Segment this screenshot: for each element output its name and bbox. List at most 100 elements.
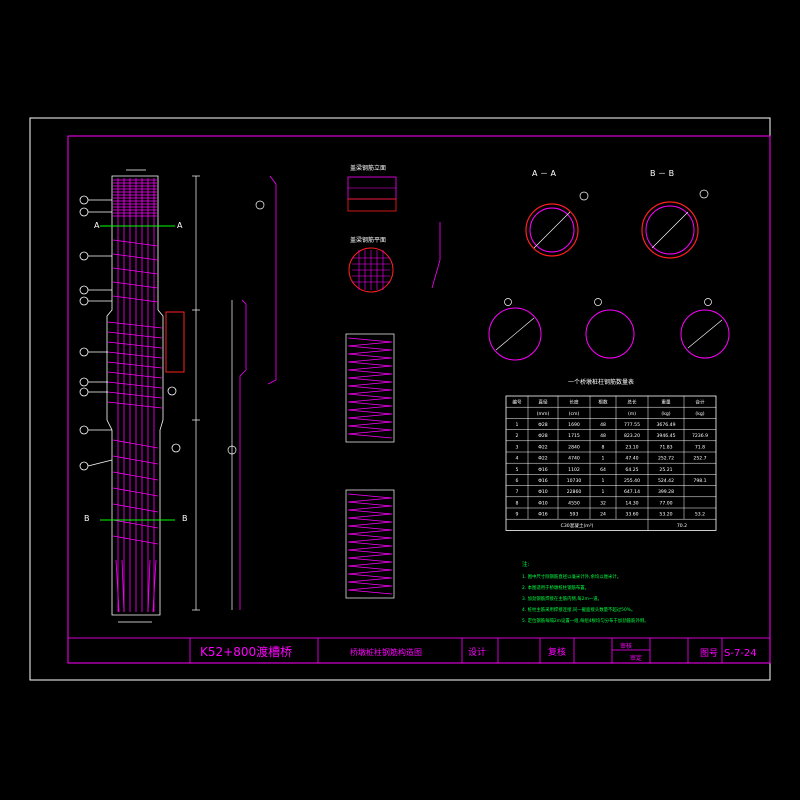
table-cell: 252.7 (693, 456, 706, 462)
table-cell: 524.42 (658, 478, 674, 484)
table-cell: 3676.49 (657, 422, 676, 428)
table-cell: 7 (516, 489, 519, 495)
table-cell: 1 (602, 489, 605, 495)
spiral-zigzag-lower (347, 493, 393, 595)
bridge-name: K52+800渡槽桥 (200, 644, 292, 659)
spiral-detail-lower (345, 489, 395, 599)
section-bb-title: B － B (650, 169, 674, 178)
table-cell: 2840 (568, 444, 580, 450)
table-cell: Φ22 (538, 444, 548, 450)
table-cell: 48 (600, 433, 606, 439)
sheet-label: 图号 (700, 648, 718, 659)
table-header-cell: 编号 (512, 399, 522, 406)
spiral-detail-upper (345, 333, 395, 443)
table-cell: Φ16 (538, 478, 548, 484)
table-unit-cell: (cm) (569, 411, 580, 417)
table-cell: 24 (600, 512, 606, 518)
red-detail-box (165, 311, 185, 373)
table-cell: 1102 (568, 467, 580, 473)
cut-label-b-left: B (84, 514, 90, 523)
cap-plan-title: 盖梁钢筋平面 (350, 236, 386, 244)
table-cell: 4740 (568, 456, 580, 462)
table-cell: 593 (570, 512, 579, 518)
section-bb: B － B (641, 169, 709, 259)
section-cut-labels: A A B B (84, 221, 188, 523)
table-cell: Φ10 (538, 500, 548, 506)
table-cell: 8 (602, 444, 605, 450)
table-cell: 47.40 (625, 456, 638, 462)
spiral-path (347, 493, 393, 595)
left-callouts (79, 195, 181, 471)
table-header-cell: 重量 (661, 399, 671, 406)
table-unit-cell: (kg) (695, 411, 704, 417)
table-cell: 1690 (568, 422, 580, 428)
table-cell: 77.00 (659, 500, 672, 506)
table-cell: 53.2 (695, 512, 705, 518)
table-unit-cell: (kg) (661, 411, 670, 417)
table-cell: Φ22 (538, 456, 548, 462)
table-cell: 823.20 (624, 433, 640, 439)
table-cell: 14.30 (625, 500, 638, 506)
table-footer-label: C30混凝土(m³) (561, 522, 594, 529)
table-cell: 10730 (567, 478, 582, 484)
notes-heading: 注: (522, 560, 530, 568)
table-cell: 23.10 (625, 444, 638, 450)
table-cell: 1 (602, 478, 605, 484)
bar-shape-long (239, 175, 277, 610)
table-cell: 399.28 (658, 489, 674, 495)
table-unit-cell: (m) (628, 411, 636, 417)
section-cut-marks (100, 225, 175, 521)
check-label-2: 审定 (630, 654, 642, 662)
table-unit-cell: (mm) (537, 411, 550, 417)
inner-frame (67, 135, 771, 664)
table-cell: 64.25 (625, 467, 638, 473)
table-header-cell: 长度 (569, 399, 579, 406)
table-cell: 3 (516, 444, 519, 450)
table-cell: 71.83 (659, 444, 672, 450)
table-cell: Φ28 (538, 433, 548, 439)
review-label: 复核 (548, 646, 566, 658)
table-cell: 33.60 (625, 512, 638, 518)
table-cell: 647.14 (624, 489, 640, 495)
cut-label-a-left: A (94, 221, 100, 230)
table-header-cell: 根数 (598, 399, 608, 406)
section-aa-title: A － A (532, 169, 557, 178)
table-header-cell: 总长 (627, 399, 637, 406)
table-cell: 4 (516, 456, 519, 462)
table-cell: 255.40 (624, 478, 640, 484)
cut-label-b-right: B (182, 514, 188, 523)
note-item: 1. 图中尺寸除钢筋直径以毫米计外,余均以厘米计。 (522, 573, 621, 580)
cap-elevation-title: 盖梁钢筋立面 (350, 164, 386, 172)
drawing-title: 桥墩桩柱钢筋构造图 (350, 647, 422, 657)
table-cell: 8 (516, 500, 519, 506)
note-item: 4. 桩柱主筋采用焊接连接,同一截面接头数量不超过50%。 (522, 606, 635, 613)
table-cell: 777.55 (624, 422, 640, 428)
table-cell: 1 (516, 422, 519, 428)
hoop-details (488, 298, 730, 361)
table-cell: 32 (600, 500, 606, 506)
table-cell: Φ16 (538, 467, 548, 473)
table-cell: Φ10 (538, 489, 548, 495)
table-header-cell: 合计 (695, 399, 705, 406)
bar-shape-callouts (227, 200, 265, 455)
table-cell: Φ28 (538, 422, 548, 428)
table-cell: 252.72 (658, 456, 674, 462)
table-cell: 64 (600, 467, 606, 473)
table-cell: 798.1 (693, 478, 706, 484)
table-cell: Φ16 (538, 512, 548, 518)
dimension-lines (118, 169, 233, 623)
table-title: 一个桥墩桩柱钢筋数量表 (568, 378, 634, 386)
check-label-1: 审核 (620, 642, 632, 650)
note-item: 2. 本图适用于桥墩桩柱钢筋布置。 (522, 584, 589, 591)
table-cell: 4550 (568, 500, 580, 506)
spiral-path (347, 337, 393, 439)
table-footer-value: 70.2 (677, 523, 687, 529)
table-cell: 48 (600, 422, 606, 428)
section-aa: A － A (525, 169, 589, 257)
table-cell: 53.20 (659, 512, 672, 518)
table-cell: 3946.45 (657, 433, 676, 439)
table-cell: 5 (516, 467, 519, 473)
table-cell: 7236.9 (692, 433, 708, 439)
